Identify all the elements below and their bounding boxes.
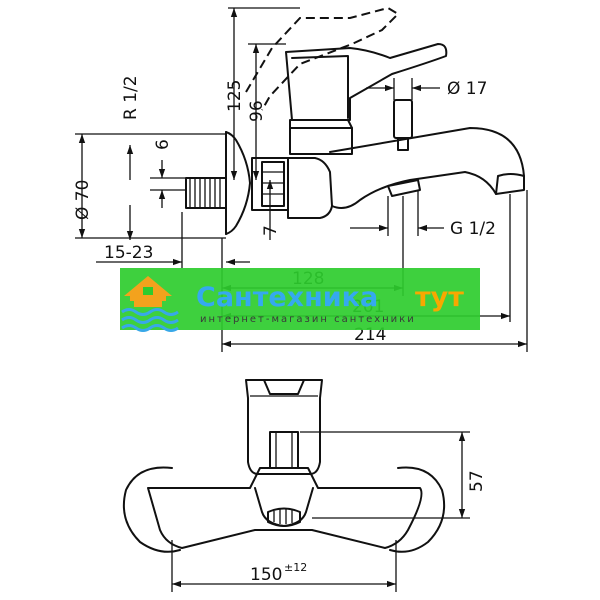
watermark-subtitle: интернет-магазин сантехники — [200, 314, 416, 325]
dim-150-tolerance: ±12 — [284, 561, 307, 574]
dim-125-label: 125 — [225, 80, 245, 112]
waves-logo-icon — [121, 308, 179, 332]
dim-57: 57 — [300, 431, 487, 519]
dim-150-label: 150 — [250, 565, 282, 585]
diverter-knob — [393, 99, 413, 139]
front-lever — [245, 379, 323, 475]
dim-d70: Ø 70 — [73, 134, 93, 238]
dim-d17-label: Ø 17 — [447, 79, 487, 99]
dim-7-label: 7 — [261, 225, 281, 236]
dim-g12: G 1/2 — [350, 190, 496, 239]
dim-96: 96 — [247, 43, 286, 180]
dim-15-23: 15-23 — [96, 212, 250, 268]
dim-g12-label: G 1/2 — [450, 219, 496, 239]
front-view: 57 150 ±12 — [122, 379, 487, 592]
dim-15-23-label: 15-23 — [104, 243, 153, 263]
dim-6-label: 6 — [153, 139, 173, 150]
lever-handle — [285, 43, 448, 121]
cartridge-housing — [289, 127, 353, 155]
dim-r12: R 1/2 — [75, 75, 226, 240]
dim-150: 150 ±12 — [171, 540, 397, 592]
aerator — [387, 179, 421, 197]
lever-alt-position — [245, 6, 400, 111]
spout — [329, 127, 525, 209]
watermark-title-right: тут — [415, 282, 464, 313]
front-cartridge — [269, 431, 299, 469]
watermark-title-left: Сантехника — [196, 282, 378, 313]
dim-d17: Ø 17 — [366, 78, 487, 100]
dim-125: 125 — [225, 7, 300, 180]
dim-57-label: 57 — [467, 470, 487, 492]
wall-flange — [225, 131, 251, 235]
front-body — [147, 467, 423, 549]
dim-d70-label: Ø 70 — [73, 180, 93, 220]
mixer-body — [287, 157, 333, 219]
dim-96-label: 96 — [247, 100, 267, 122]
dim-r12-label: R 1/2 — [121, 75, 141, 120]
front-aerator — [267, 507, 301, 527]
left-rosette — [122, 466, 181, 553]
watermark: Сантехника тут интернет-магазин сантехни… — [120, 268, 480, 332]
dim-7: 7 — [261, 180, 281, 240]
watermark-band — [120, 268, 480, 330]
dim-6: 6 — [150, 139, 186, 208]
threaded-inlet — [185, 177, 227, 209]
house-logo-icon — [124, 276, 172, 307]
